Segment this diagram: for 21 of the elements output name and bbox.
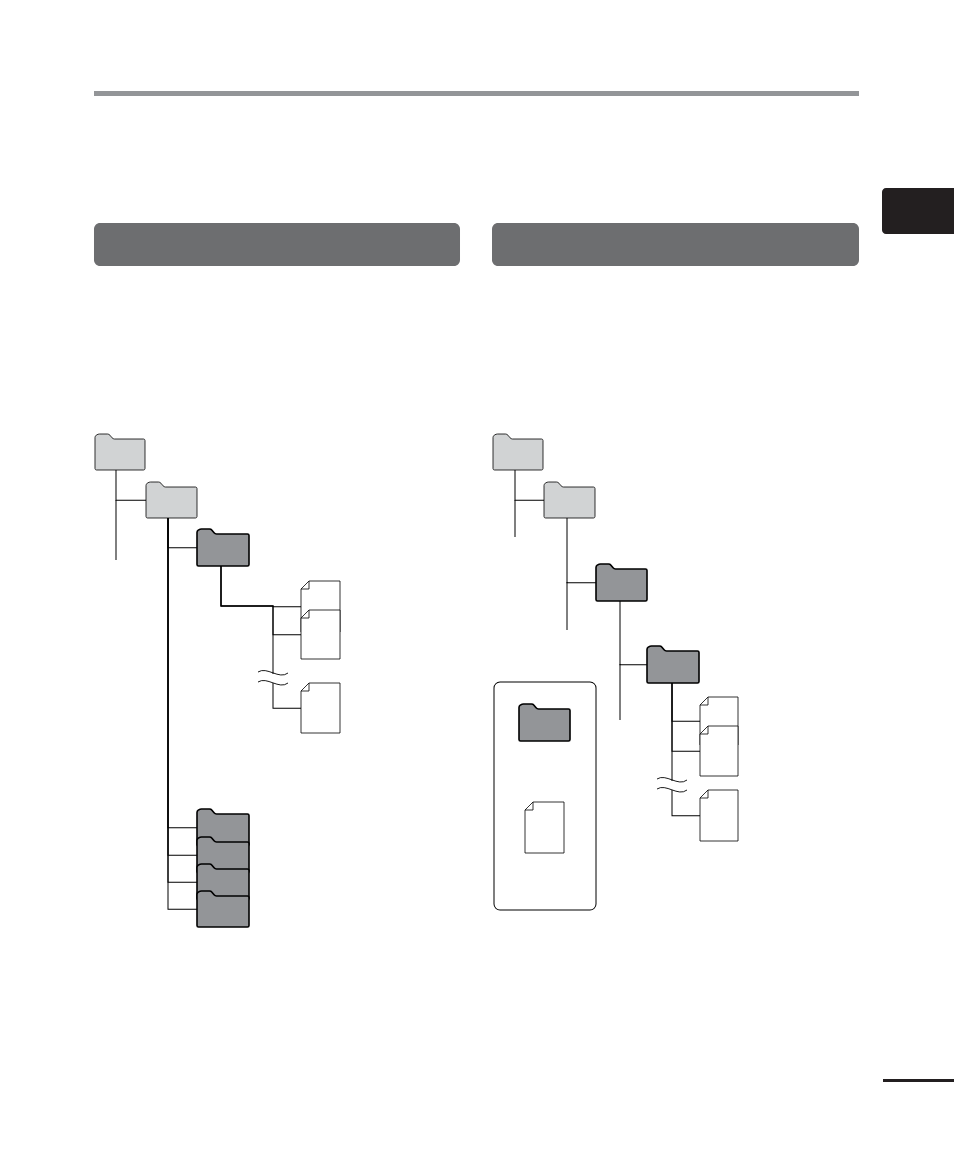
- folder-icon: [543, 481, 596, 519]
- folder-icon: [646, 645, 700, 684]
- file-icon: [300, 682, 341, 734]
- tree-line: [115, 469, 147, 501]
- folder-icon: [145, 481, 198, 519]
- file-icon: [300, 609, 341, 660]
- tree-line: [619, 600, 648, 666]
- folder-icon: [94, 433, 146, 471]
- tree-line: [220, 565, 302, 709]
- folder-icon: [196, 528, 250, 567]
- folder-icon: [518, 703, 571, 742]
- tree-line: [514, 469, 545, 501]
- tree-line: [566, 517, 597, 584]
- folder-icon: [492, 433, 544, 471]
- tree-line: [671, 682, 701, 817]
- folder-icon: [595, 563, 648, 602]
- file-icon: [524, 801, 565, 854]
- legend-box: [493, 681, 597, 911]
- file-icon: [699, 789, 739, 842]
- folder-icon: [196, 890, 250, 928]
- file-icon: [699, 725, 739, 777]
